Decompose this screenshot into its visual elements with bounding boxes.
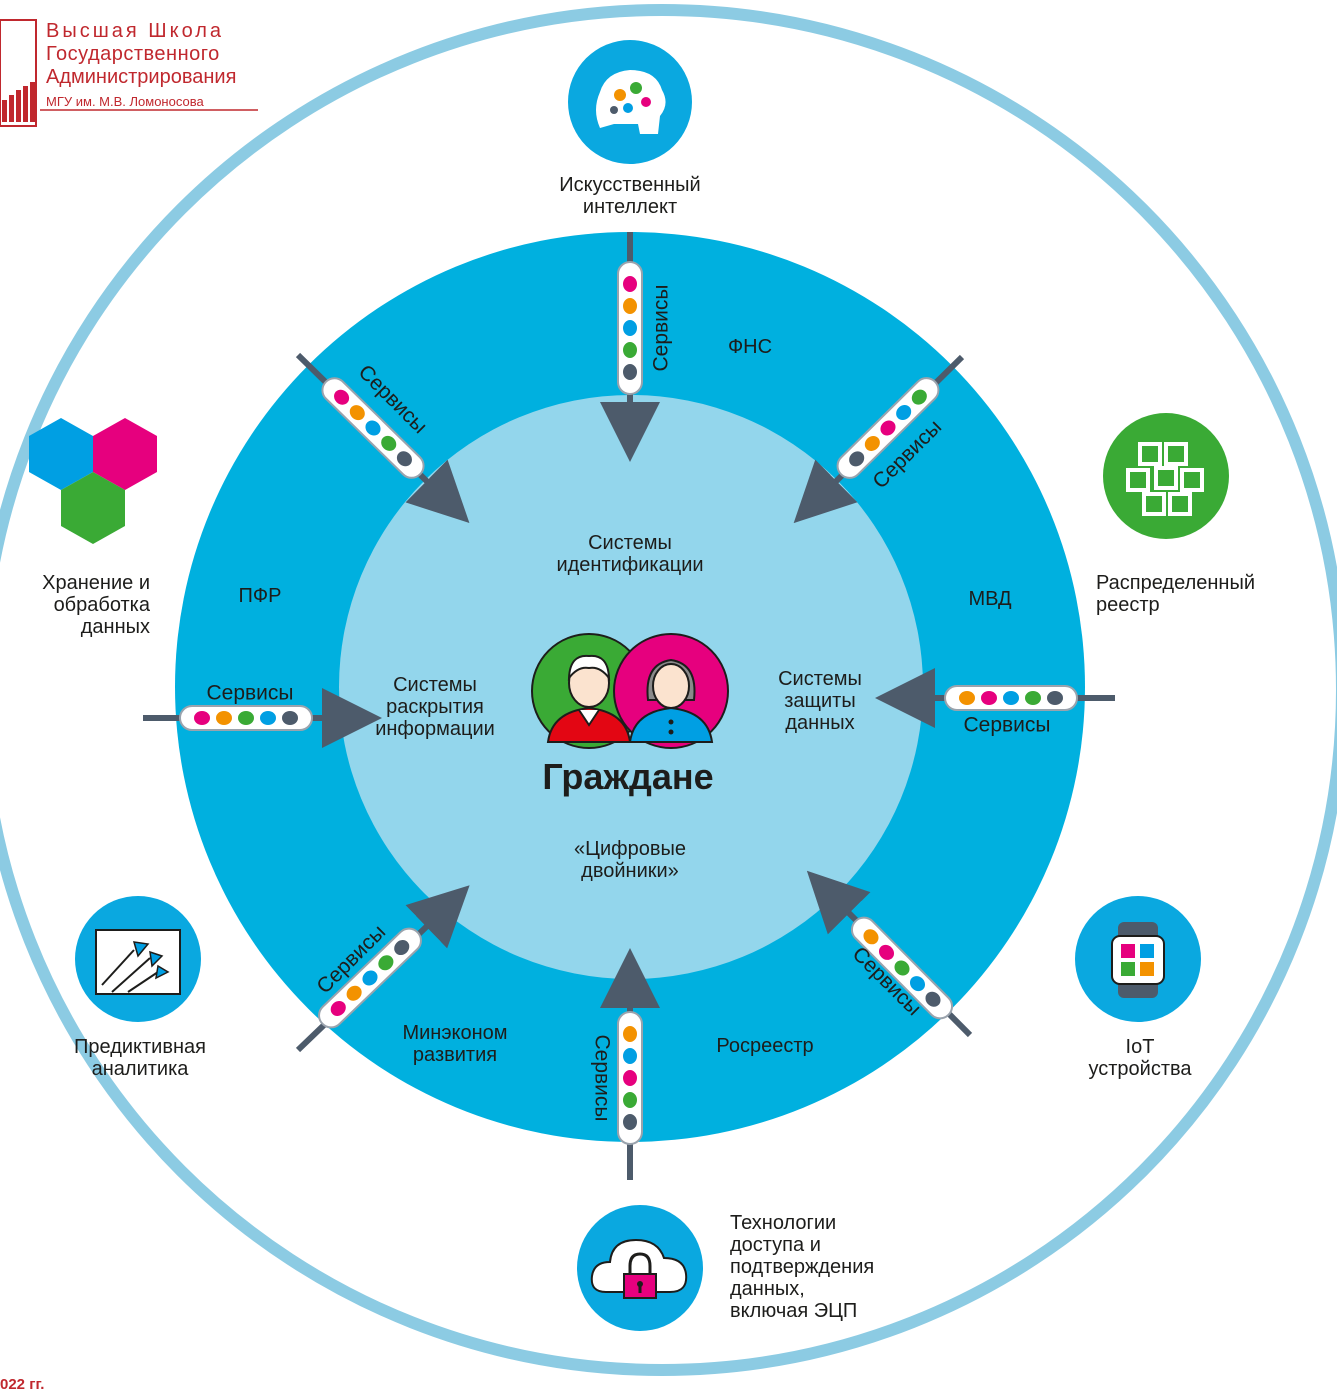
logo-line-3: Администрирования (46, 66, 237, 88)
services-pill-right (944, 685, 1078, 711)
services-label-left: Сервисы (206, 682, 293, 705)
service-dot (365, 420, 381, 436)
services-pill-tr (836, 377, 940, 479)
service-dot (623, 364, 637, 380)
service-dot (362, 970, 378, 986)
service-dot (623, 342, 637, 358)
service-dot (911, 389, 927, 405)
label-rosreestr: Росреестр (716, 1035, 814, 1057)
footer-note: 022 гг. (0, 1376, 45, 1393)
service-dot (346, 985, 362, 1001)
center-title: Граждане (542, 756, 714, 797)
service-dot (330, 1000, 346, 1016)
service-dot (381, 435, 397, 451)
service-dot (880, 420, 896, 436)
service-dot (1003, 691, 1019, 705)
service-dot (1047, 691, 1063, 705)
services-pill-tl (321, 377, 425, 479)
service-dot (396, 451, 412, 467)
service-dot (623, 276, 637, 292)
service-dot (959, 691, 975, 705)
service-dot (349, 405, 365, 421)
service-dot (849, 451, 865, 467)
services-pill-br (850, 916, 954, 1020)
logo-line-4: МГУ им. М.В. Ломоносова (46, 94, 204, 109)
logo-line-1: Высшая Школа (46, 20, 225, 42)
service-dot (623, 1026, 637, 1042)
service-dot (260, 711, 276, 725)
services-pill-bl (318, 927, 422, 1029)
service-dot (925, 991, 941, 1007)
logo: Высшая Школа Государственного Администри… (0, 18, 260, 128)
service-dot (623, 1048, 637, 1064)
service-dot (334, 389, 350, 405)
smartwatch-icon (1075, 896, 1201, 1022)
service-dot (863, 929, 879, 945)
label-pfr: ПФР (238, 585, 282, 607)
label-fns: ФНС (727, 336, 773, 358)
service-dot (896, 405, 912, 421)
brain-icon (568, 40, 692, 164)
service-dot (623, 1114, 637, 1130)
service-dot (394, 940, 410, 956)
label-mvd: МВД (968, 588, 1012, 610)
cloud-lock-icon (577, 1205, 703, 1331)
service-dot (194, 711, 210, 725)
service-dot (623, 320, 637, 336)
service-dot (238, 711, 254, 725)
services-pill-left (179, 705, 313, 731)
ledger-cubes-icon (1103, 413, 1229, 539)
hexagons-icon (29, 418, 157, 544)
service-dot (878, 944, 895, 960)
services-label-right: Сервисы (963, 714, 1050, 737)
service-dot (909, 976, 926, 992)
service-dot (894, 960, 910, 976)
service-dot (981, 691, 997, 705)
services-label-top: Сервисы (650, 284, 673, 371)
services-pill-top (617, 261, 643, 395)
citizens-icon (531, 633, 729, 749)
service-dot (623, 298, 637, 314)
services-pill-bottom (617, 1011, 643, 1145)
outer-ring (0, 4, 1337, 1376)
service-dot (623, 1092, 637, 1108)
service-dot (282, 711, 298, 725)
service-dot (864, 435, 880, 451)
service-dot (216, 711, 232, 725)
service-dot (378, 955, 394, 971)
trend-chart-icon (75, 896, 201, 1022)
logo-mark (0, 19, 258, 127)
service-dot (1025, 691, 1041, 705)
logo-line-2: Государственного (46, 43, 220, 65)
services-label-bottom: Сервисы (590, 1034, 613, 1121)
service-dot (623, 1070, 637, 1086)
